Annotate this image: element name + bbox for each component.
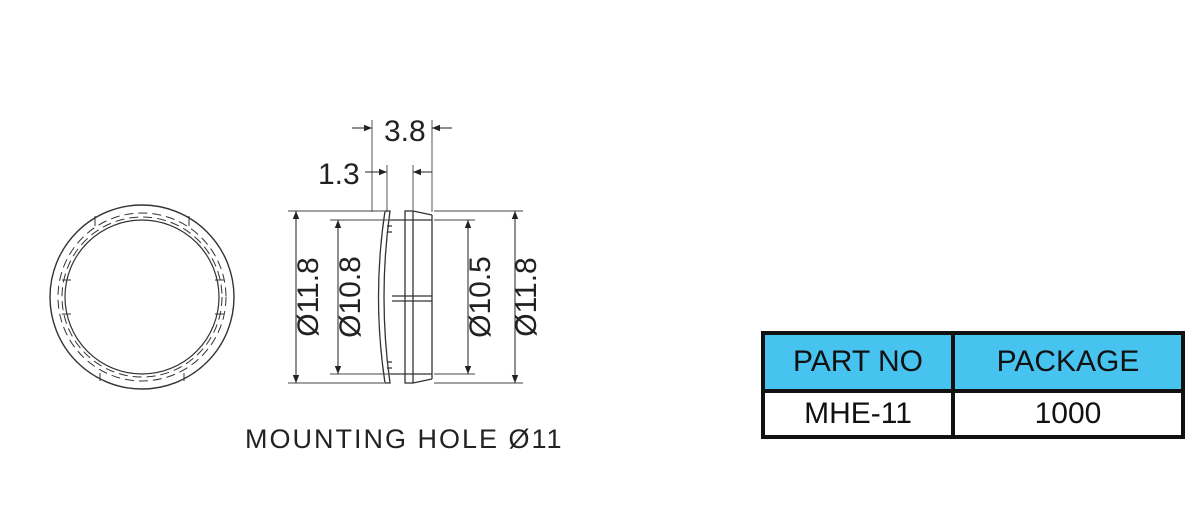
mounting-hole-caption: MOUNTING HOLE Ø11 (245, 424, 564, 454)
side-view-profile (377, 210, 433, 384)
dimension-lines (292, 124, 519, 383)
dim-outer-dia: Ø11.8 (510, 257, 543, 337)
dim-flange-thickness: 1.3 (318, 158, 360, 191)
table-header-package: PACKAGE (955, 335, 1181, 389)
dim-body-dia: Ø10.8 (334, 256, 367, 338)
dim-clip-dia: Ø10.5 (464, 256, 497, 338)
dim-flange-dia: Ø11.8 (292, 257, 325, 337)
table-cell-part-no: MHE-11 (765, 393, 951, 435)
spec-table: PART NO PACKAGE MHE-11 1000 (761, 331, 1185, 439)
dim-overall-width: 3.8 (384, 115, 426, 148)
front-view-ring (49, 204, 235, 390)
table-header-part-no: PART NO (765, 335, 951, 389)
table-cell-package: 1000 (955, 393, 1181, 435)
